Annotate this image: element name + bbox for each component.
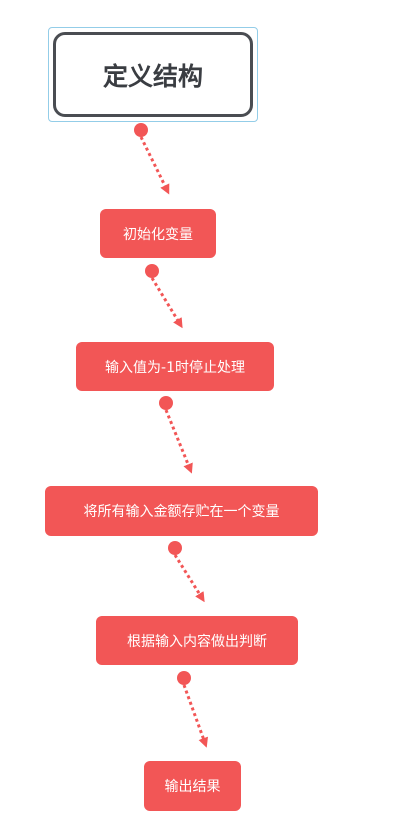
- connector-arrow: [173, 554, 205, 603]
- connector-start-dot: [177, 671, 191, 685]
- root-node[interactable]: 定义结构: [53, 32, 253, 117]
- connector-arrow: [150, 277, 183, 329]
- connector-start-dot: [134, 123, 148, 137]
- step-node-store-amounts[interactable]: 将所有输入金额存贮在一个变量: [45, 486, 318, 536]
- connector-start-dot: [168, 541, 182, 555]
- step-node-stop-on-minus-one[interactable]: 输入值为-1时停止处理: [76, 342, 274, 391]
- step-node-init-variables[interactable]: 初始化变量: [100, 209, 216, 258]
- connector-step2-to-step3: [159, 396, 193, 474]
- connector-root-to-step1: [134, 123, 170, 195]
- connector-step1-to-step2: [145, 264, 183, 329]
- connector-start-dot: [159, 396, 173, 410]
- step-node-output-result[interactable]: 输出结果: [144, 761, 241, 811]
- connector-step4-to-step5: [177, 671, 208, 748]
- step-node-make-decision[interactable]: 根据输入内容做出判断: [96, 616, 298, 665]
- connector-arrow: [139, 136, 170, 195]
- connector-step3-to-step4: [168, 541, 205, 603]
- connector-arrow: [182, 684, 208, 748]
- connector-start-dot: [145, 264, 159, 278]
- connector-arrow: [164, 409, 193, 474]
- root-selection-frame: [48, 27, 258, 122]
